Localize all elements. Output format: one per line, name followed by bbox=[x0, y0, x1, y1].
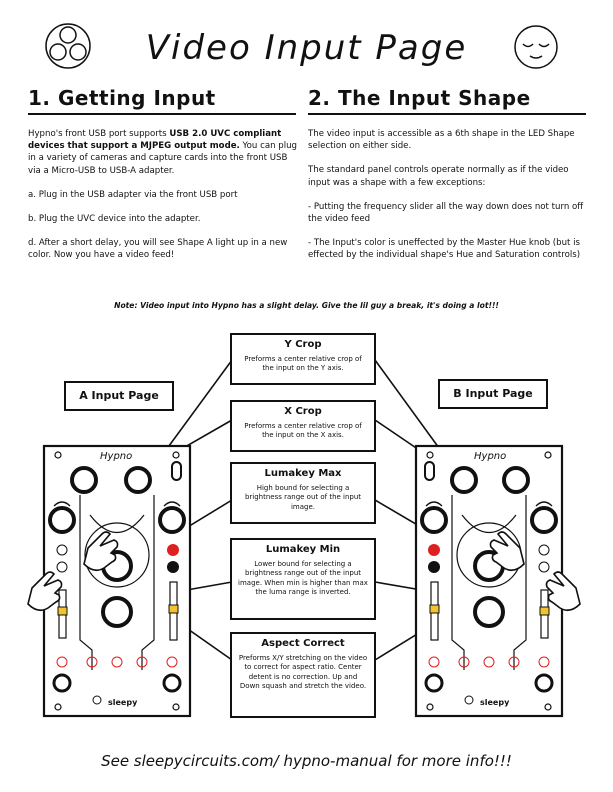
page-title: Video Input Page bbox=[145, 28, 468, 68]
section2-heading: 2. The Input Shape bbox=[308, 86, 531, 110]
y-crop-title: Y Crop bbox=[284, 339, 322, 350]
section1-heading: 1. Getting Input bbox=[28, 86, 216, 110]
panel-b-brand: Hypno bbox=[474, 451, 507, 462]
y-crop-desc: Preforms a center relative crop of the i… bbox=[244, 355, 362, 373]
x-crop-title: X Crop bbox=[284, 406, 322, 417]
hypno-diagram bbox=[27, 359, 581, 718]
section2-body: The video input is accessible as a 6th s… bbox=[308, 128, 586, 274]
section2-divider bbox=[308, 113, 586, 115]
section2-p3: - Putting the frequency slider all the w… bbox=[308, 201, 584, 225]
sleepy-face-icon bbox=[514, 25, 558, 69]
panel-a-brand: Hypno bbox=[100, 451, 133, 462]
y-crop-box: Y Crop Preforms a center relative crop o… bbox=[230, 333, 376, 385]
x-crop-box: X Crop Preforms a center relative crop o… bbox=[230, 400, 376, 452]
lumakey-max-desc: High bound for selecting a brightness ra… bbox=[244, 484, 362, 511]
lumakey-max-title: Lumakey Max bbox=[264, 468, 342, 479]
footer-link-text: See sleepycircuits.com/ hypno-manual for… bbox=[101, 752, 512, 770]
logo-icon bbox=[45, 23, 91, 69]
section1-body: Hypno's front USB port supports USB 2.0 … bbox=[28, 128, 298, 274]
section2-p2: The standard panel controls operate norm… bbox=[308, 165, 569, 188]
lumakey-min-box: Lumakey Min Lower bound for selecting a … bbox=[230, 538, 376, 620]
lumakey-min-desc: Lower bound for selecting a brightness r… bbox=[238, 560, 368, 596]
x-crop-desc: Preforms a center relative crop of the i… bbox=[244, 422, 362, 440]
panel-a-footer: sleepy bbox=[108, 698, 138, 707]
step-d: d. After a short delay, you will see Sha… bbox=[28, 238, 288, 261]
lumakey-max-box: Lumakey Max High bound for selecting a b… bbox=[230, 462, 376, 524]
panel-b bbox=[414, 444, 564, 718]
panel-b-footer: sleepy bbox=[480, 698, 510, 707]
section2-p4: - The Input's color is uneffected by the… bbox=[308, 238, 581, 261]
panel-a bbox=[42, 444, 192, 718]
a-input-page-label: A Input Page bbox=[64, 381, 174, 411]
section1-intro: Hypno's front USB port supports USB 2.0 … bbox=[28, 129, 298, 176]
aspect-correct-title: Aspect Correct bbox=[261, 638, 345, 649]
b-input-page-label: B Input Page bbox=[438, 379, 548, 409]
lumakey-min-title: Lumakey Min bbox=[265, 544, 341, 555]
aspect-correct-desc: Preforms X/Y stretching on the video to … bbox=[238, 654, 368, 690]
step-a: a. Plug in the USB adapter via the front… bbox=[28, 189, 238, 200]
aspect-correct-box: Aspect Correct Preforms X/Y stretching o… bbox=[230, 632, 376, 718]
section1-divider bbox=[28, 113, 296, 115]
section2-p1: The video input is accessible as a 6th s… bbox=[308, 129, 575, 152]
delay-note: Note: Video input into Hypno has a sligh… bbox=[114, 301, 499, 310]
step-b: b. Plug the UVC device into the adapter. bbox=[28, 214, 201, 225]
